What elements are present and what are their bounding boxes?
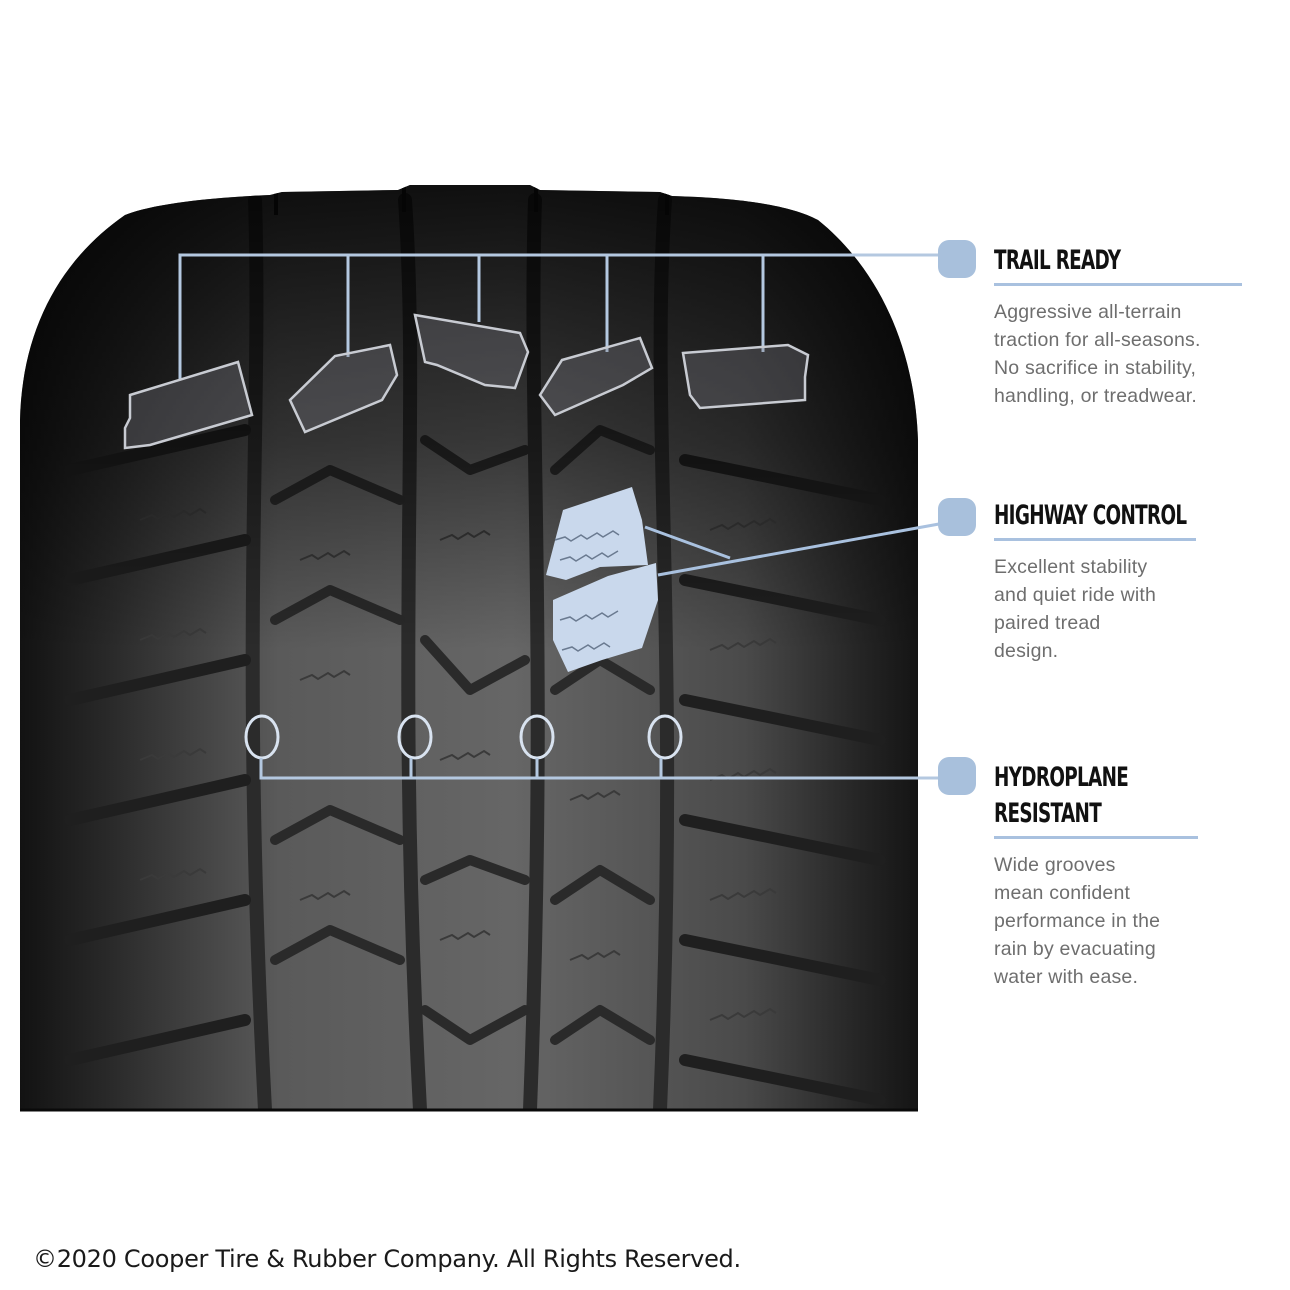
callout-description: Aggressive all-terrain traction for all-… xyxy=(994,301,1201,407)
callout-trail-ready: TRAIL READY Aggressive all-terrain tract… xyxy=(994,243,1242,410)
callout-description: Excellent stability and quiet ride with … xyxy=(994,556,1157,662)
callout-title: TRAIL READY xyxy=(994,245,1121,276)
callout-hydroplane-resistant: HYDROPLANE RESISTANT Wide grooves mean c… xyxy=(994,760,1198,991)
hydroplane-marker-icon xyxy=(938,757,976,795)
highway-control-leader-lines xyxy=(644,520,951,577)
callout-title-line-1: HYDROPLANE xyxy=(994,762,1129,793)
callout-divider xyxy=(994,283,1242,286)
callout-divider xyxy=(994,538,1196,541)
trail-ready-leader-lines xyxy=(178,253,950,380)
hydroplane-leader-lines xyxy=(259,758,950,780)
highway-control-marker-icon xyxy=(938,498,976,536)
callout-highway-control: HIGHWAY CONTROL Excellent stability and … xyxy=(994,498,1196,665)
trail-ready-marker-icon xyxy=(938,240,976,278)
copyright-notice: ©2020 Cooper Tire & Rubber Company. All … xyxy=(33,1245,741,1273)
callout-divider xyxy=(994,836,1198,839)
callout-description: Wide grooves mean confident performance … xyxy=(994,854,1161,988)
tire-body xyxy=(20,185,918,1110)
callout-title-line-2: RESISTANT xyxy=(994,798,1102,829)
trail-ready-block-outlines xyxy=(123,313,810,450)
callout-title: HIGHWAY CONTROL xyxy=(994,500,1187,531)
